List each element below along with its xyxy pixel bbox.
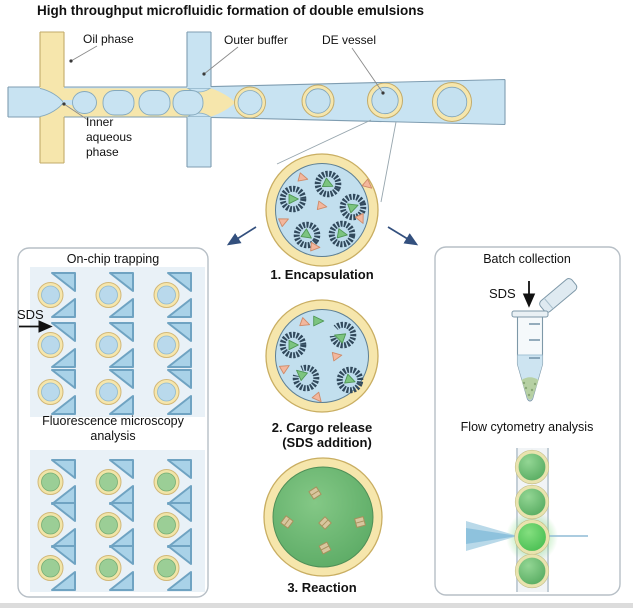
droplet-train [102, 90, 204, 116]
arrow-to-right-panel-icon [387, 226, 419, 246]
pointer-dots [62, 59, 385, 106]
eppendorf-tube [511, 278, 578, 402]
de-vessel-label: DE vessel [322, 33, 377, 47]
step3-circle [263, 457, 383, 577]
figure-title: High throughput microfluidic formation o… [37, 3, 424, 18]
channel-network [7, 31, 506, 203]
step1-label: 1. Encapsulation [270, 267, 374, 282]
oil-channel-walls [39, 31, 65, 164]
oil-phase-label: Oil phase [83, 32, 134, 46]
step1-circle [265, 153, 379, 267]
inner-aqueous-phase-label: Inner aqueous phase [86, 115, 133, 159]
right-panel-sds-label: SDS [489, 286, 516, 301]
left-panel-title: On-chip trapping [66, 252, 160, 266]
right-panel [434, 246, 621, 596]
flowing-vesicles [514, 449, 550, 589]
outer-buffer-label: Outer buffer [224, 33, 288, 47]
step2-note-label: (SDS addition) [282, 435, 372, 450]
left-panel-subtitle: Fluorescence microscopy analysis [42, 414, 184, 443]
left-panel [17, 247, 209, 598]
droplet-formation [39, 87, 97, 118]
de-vessels [234, 82, 472, 122]
tube-graduations [529, 323, 540, 359]
step2-circle [265, 299, 379, 413]
right-panel-subtitle: Flow cytometry analysis [460, 420, 594, 434]
flow-cytometry-channel [466, 448, 588, 592]
pointer-lines [63, 45, 384, 121]
arrow-to-left-panel-icon [226, 226, 257, 246]
step3-label: 3. Reaction [287, 580, 357, 595]
figure-bottom-edge [0, 603, 633, 608]
vesicle-pellet [521, 377, 539, 400]
right-panel-title: Batch collection [483, 252, 571, 266]
magnifier-cone-lines [276, 119, 397, 203]
tube-cap [539, 278, 578, 313]
left-panel-sds-label: SDS [17, 307, 44, 322]
main-channel-walls [7, 78, 506, 126]
buffer-channel-walls [186, 31, 212, 168]
step2-label: 2. Cargo release [271, 420, 373, 435]
